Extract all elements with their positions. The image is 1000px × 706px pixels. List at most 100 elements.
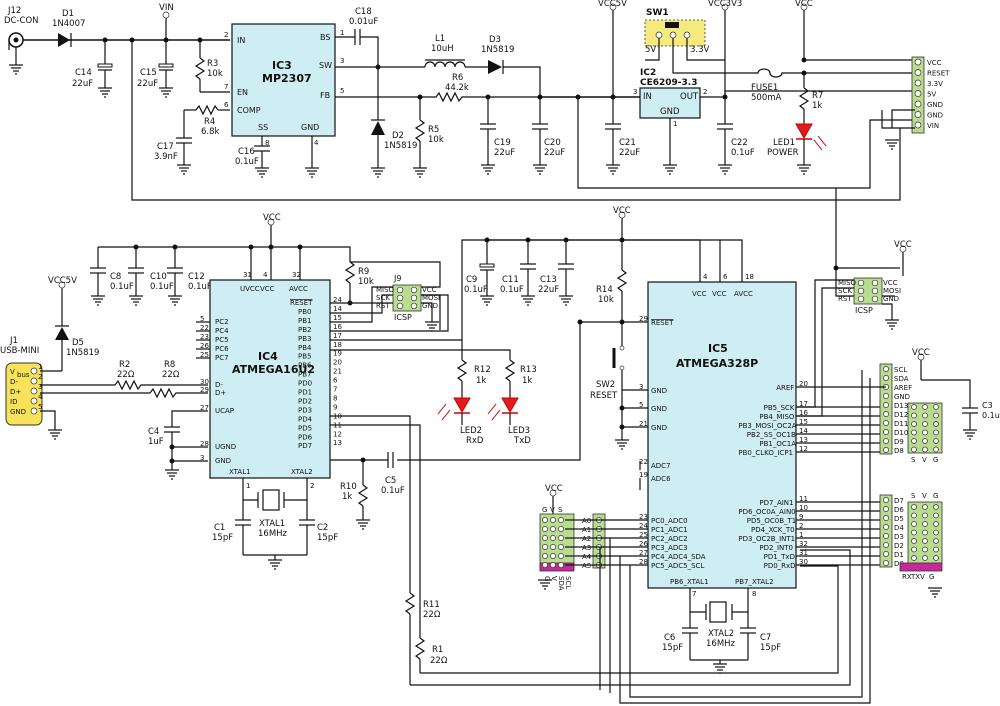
j9-pin[interactable] bbox=[410, 302, 418, 310]
svg-hi-pin[interactable] bbox=[922, 446, 928, 453]
bot-hdr-pin[interactable] bbox=[883, 560, 889, 566]
svg-hi-pin[interactable] bbox=[911, 438, 917, 444]
svg-lo-pin[interactable] bbox=[933, 529, 939, 536]
analog-pin[interactable] bbox=[542, 562, 548, 568]
analog-pin[interactable] bbox=[542, 544, 548, 550]
j9-pin[interactable] bbox=[410, 286, 418, 294]
svg-hi-pin[interactable] bbox=[922, 429, 928, 436]
j9-pin[interactable] bbox=[396, 294, 404, 302]
top-hdr-pin[interactable] bbox=[883, 375, 889, 381]
top-hdr-pin[interactable] bbox=[883, 447, 889, 453]
svg-lo-pin[interactable] bbox=[933, 546, 939, 553]
svg-hi-pin[interactable] bbox=[933, 429, 939, 436]
bot-hdr-pin[interactable] bbox=[883, 497, 889, 503]
pwr-header-pin[interactable] bbox=[914, 111, 922, 118]
analog-pin[interactable] bbox=[550, 553, 556, 559]
analog-pin[interactable] bbox=[550, 544, 556, 550]
svg-hi-pin[interactable] bbox=[922, 421, 928, 427]
icsp2-pin[interactable] bbox=[857, 279, 865, 287]
analog-pin[interactable] bbox=[542, 517, 548, 523]
analog-pin[interactable] bbox=[558, 517, 564, 523]
icsp2-pin[interactable] bbox=[871, 279, 879, 287]
top-hdr-pin[interactable] bbox=[883, 411, 889, 417]
analog-pin[interactable] bbox=[558, 562, 564, 568]
bot-hdr-pin[interactable] bbox=[883, 533, 889, 539]
svg-hi-pin[interactable] bbox=[922, 412, 928, 419]
j9-pin[interactable] bbox=[396, 286, 404, 294]
svg-hi-pin[interactable] bbox=[911, 404, 917, 410]
svg-hi-pin[interactable] bbox=[922, 404, 928, 410]
svg-lo-pin[interactable] bbox=[922, 529, 928, 536]
svg-hi-pin[interactable] bbox=[933, 446, 939, 453]
icsp2-pin[interactable] bbox=[857, 287, 865, 295]
svg-lo-pin[interactable] bbox=[911, 555, 917, 561]
svg-lo-pin[interactable] bbox=[911, 504, 917, 510]
j9-pin[interactable] bbox=[410, 294, 418, 302]
pwr-header-pin[interactable] bbox=[914, 90, 922, 97]
analog-pin[interactable] bbox=[558, 553, 564, 559]
top-hdr-pin[interactable] bbox=[883, 393, 889, 399]
svg-lo-pin[interactable] bbox=[922, 555, 928, 561]
svg-hi-pin[interactable] bbox=[911, 421, 917, 427]
top-hdr-pin[interactable] bbox=[883, 429, 889, 435]
svg-hi-pin[interactable] bbox=[933, 412, 939, 419]
bot-hdr-pin[interactable] bbox=[883, 515, 889, 521]
analog-pin[interactable] bbox=[550, 526, 556, 532]
analog-pin[interactable] bbox=[558, 535, 564, 541]
pwr-header-pin[interactable] bbox=[914, 79, 922, 87]
bot-hdr-pin[interactable] bbox=[883, 506, 889, 512]
bot-hdr-pin[interactable] bbox=[883, 542, 889, 548]
svg-hi-pin[interactable] bbox=[933, 438, 939, 444]
svg-hi-pin[interactable] bbox=[933, 421, 939, 427]
analog-pin[interactable] bbox=[550, 517, 556, 523]
analog-pin[interactable] bbox=[550, 562, 556, 568]
bot-hdr-pin[interactable] bbox=[883, 524, 889, 530]
analog-pin[interactable] bbox=[558, 544, 564, 550]
icsp2-pin[interactable] bbox=[857, 295, 865, 303]
svg-hi-pin[interactable] bbox=[911, 429, 917, 436]
svg-lo-pin[interactable] bbox=[911, 529, 917, 536]
icsp2-pin[interactable] bbox=[871, 287, 879, 295]
svg-hi-pin[interactable] bbox=[922, 438, 928, 444]
svg-lo-pin[interactable] bbox=[933, 521, 939, 527]
svg-lo-pin[interactable] bbox=[933, 555, 939, 561]
svg-lo-pin[interactable] bbox=[922, 504, 928, 510]
j9-pin[interactable] bbox=[396, 302, 404, 310]
svg-hi-pin[interactable] bbox=[933, 404, 939, 410]
top-hdr-pin[interactable] bbox=[883, 438, 889, 444]
svg-lo-pin[interactable] bbox=[911, 512, 917, 519]
top-hdr-pin[interactable] bbox=[883, 402, 889, 408]
ic3-pin-in: IN bbox=[237, 36, 245, 45]
top-hdr-pin[interactable] bbox=[883, 366, 889, 372]
analog-pin[interactable] bbox=[550, 535, 556, 541]
bot-hdr-pin[interactable] bbox=[883, 551, 889, 557]
svg-lo-pin[interactable] bbox=[933, 512, 939, 519]
icsp2-pin[interactable] bbox=[871, 295, 879, 303]
svg-lo-pin[interactable] bbox=[922, 512, 928, 519]
svg-lo-pin[interactable] bbox=[922, 521, 928, 527]
analog-pin[interactable] bbox=[542, 553, 548, 559]
svg-hi-pin[interactable] bbox=[911, 412, 917, 419]
analog-pin[interactable] bbox=[558, 526, 564, 532]
svg-lo-pin[interactable] bbox=[933, 538, 939, 544]
pwr-header-pin[interactable] bbox=[914, 121, 922, 129]
svg-hi-pin[interactable] bbox=[911, 446, 917, 453]
svg-lo-pin[interactable] bbox=[922, 538, 928, 544]
analog-pin[interactable] bbox=[542, 535, 548, 541]
pwr-header-pin[interactable] bbox=[914, 100, 922, 108]
svg-lo-pin[interactable] bbox=[911, 521, 917, 527]
svg-lo-pin[interactable] bbox=[933, 504, 939, 510]
pwr-header-pin[interactable] bbox=[914, 69, 922, 76]
pwr-header-pin[interactable] bbox=[914, 58, 922, 66]
svg-lo-pin[interactable] bbox=[911, 546, 917, 553]
analog-pin[interactable] bbox=[542, 526, 548, 532]
svg-lo-pin[interactable] bbox=[922, 546, 928, 553]
svg-lo-pin[interactable] bbox=[911, 538, 917, 544]
reset-button-sw2[interactable] bbox=[612, 322, 625, 390]
top-hdr-pin[interactable] bbox=[883, 420, 889, 426]
